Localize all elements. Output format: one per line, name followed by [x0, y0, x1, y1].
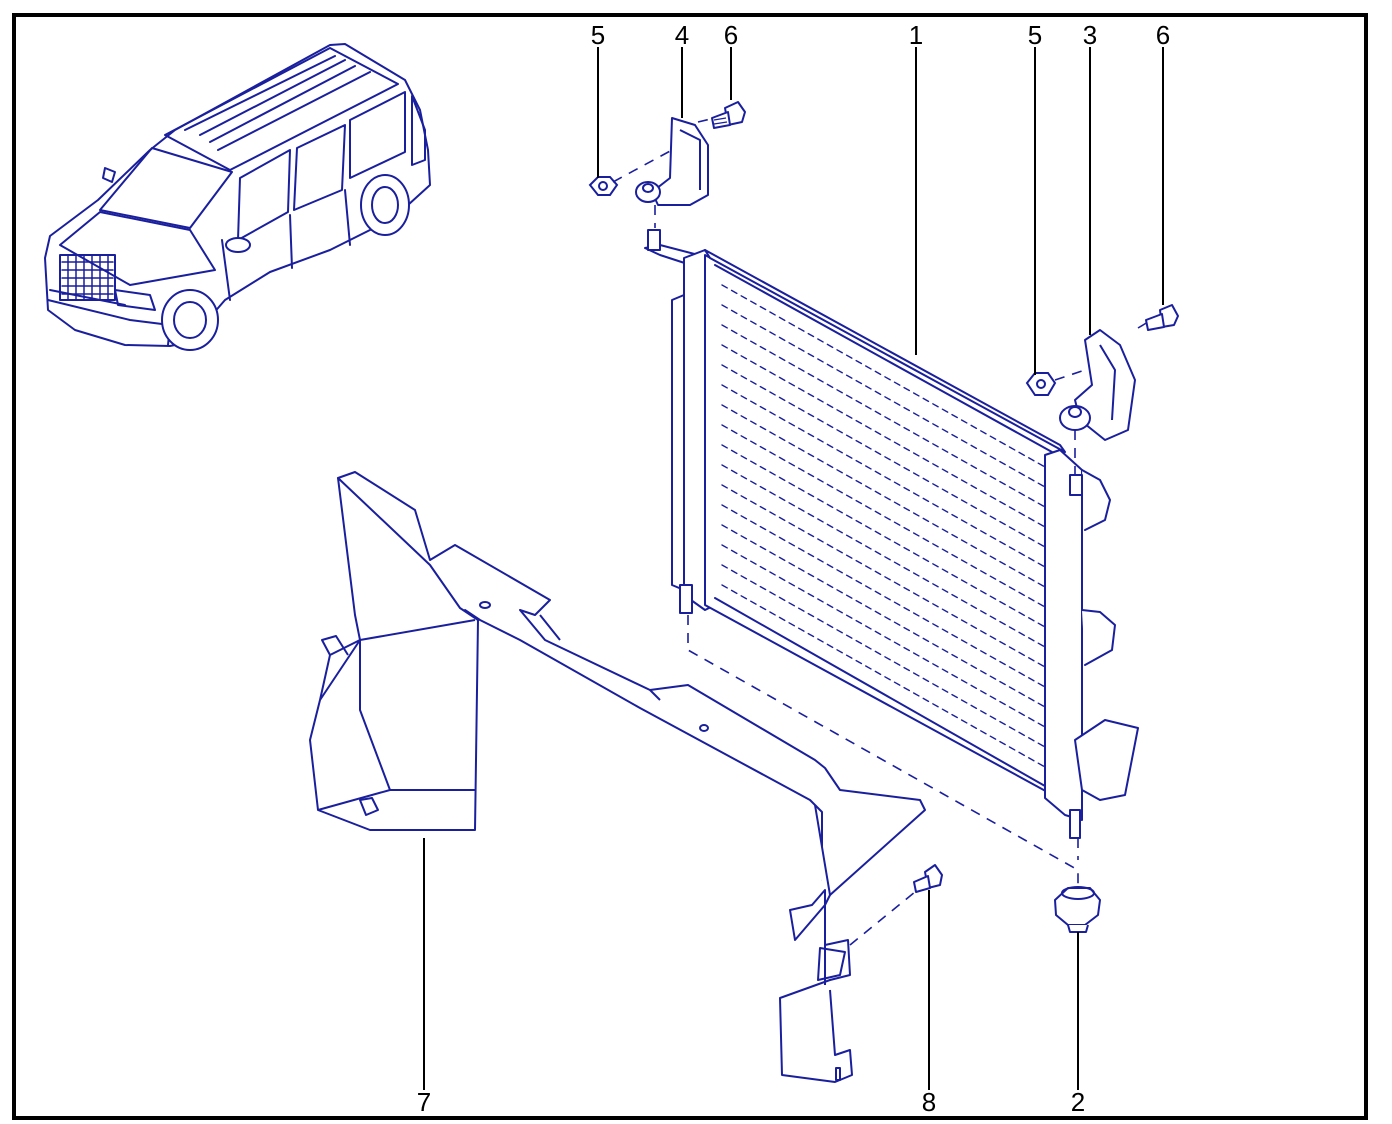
callout-6-left: 6 — [724, 20, 738, 50]
lower-mount — [1054, 886, 1101, 933]
callout-6-right: 6 — [1156, 20, 1170, 50]
nut-left — [588, 176, 619, 196]
diagram-border — [12, 13, 1368, 1120]
callout-1: 1 — [909, 20, 923, 50]
bolt-right — [1145, 304, 1179, 331]
callout-labels: 5 4 6 1 5 3 6 7 8 2 — [417, 20, 1170, 1117]
callout-2: 2 — [1071, 1087, 1085, 1117]
callout-5-right: 5 — [1028, 20, 1042, 50]
callout-3: 3 — [1083, 20, 1097, 50]
callout-7: 7 — [417, 1087, 431, 1117]
vehicle-thumbnail — [44, 43, 431, 351]
nut-right — [1025, 372, 1057, 396]
callout-8: 8 — [922, 1087, 936, 1117]
bolt-left — [711, 101, 746, 129]
radiator — [644, 229, 1139, 839]
lower-bolt — [913, 864, 943, 893]
leader-lines — [423, 47, 1164, 1090]
air-deflector — [309, 471, 926, 1083]
callout-5-left: 5 — [591, 20, 605, 50]
upper-bracket-right — [1059, 329, 1136, 441]
callout-4: 4 — [675, 20, 689, 50]
upper-bracket-left — [635, 117, 709, 206]
alignment-lines — [612, 117, 1149, 946]
